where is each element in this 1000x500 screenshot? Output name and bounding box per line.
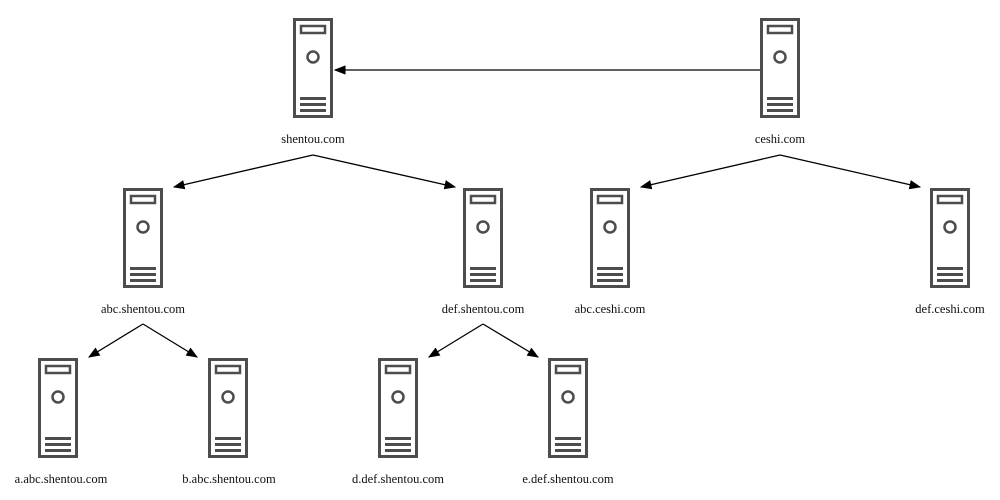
server-icon <box>293 18 333 118</box>
node-d-def-shentou[interactable]: d.def.shentou.com <box>352 358 444 487</box>
node-label: def.ceshi.com <box>915 302 985 316</box>
edge-shentou-to-def-shentou <box>312 154 457 190</box>
server-icon <box>760 18 800 118</box>
edge-shentou-to-abc-shentou <box>172 154 314 190</box>
node-b-abc-shentou[interactable]: b.abc.shentou.com <box>182 358 276 487</box>
node-label: shentou.com <box>281 132 345 146</box>
server-icon <box>38 358 78 458</box>
node-shentou[interactable]: shentou.com <box>281 18 345 147</box>
node-label: e.def.shentou.com <box>522 472 614 486</box>
node-ceshi[interactable]: ceshi.com <box>755 18 806 147</box>
server-icon <box>548 358 588 458</box>
node-label: abc.shentou.com <box>101 302 185 316</box>
node-def-ceshi[interactable]: def.ceshi.com <box>915 188 985 317</box>
server-icon <box>378 358 418 458</box>
node-label: a.abc.shentou.com <box>15 472 108 486</box>
node-label: ceshi.com <box>755 132 806 146</box>
node-abc-shentou[interactable]: abc.shentou.com <box>101 188 185 317</box>
server-icon <box>123 188 163 288</box>
node-label: abc.ceshi.com <box>575 302 646 316</box>
node-label: b.abc.shentou.com <box>182 472 276 486</box>
node-label: d.def.shentou.com <box>352 472 444 486</box>
edge-def-shentou-to-e <box>482 323 540 358</box>
node-label: def.shentou.com <box>442 302 525 316</box>
node-a-abc-shentou[interactable]: a.abc.shentou.com <box>15 358 108 487</box>
edge-ceshi-to-def-ceshi <box>779 154 922 190</box>
edges <box>88 65 922 358</box>
edge-abc-shentou-to-b <box>142 323 198 358</box>
server-icon <box>930 188 970 288</box>
edge-abc-shentou-to-a <box>88 323 144 358</box>
node-abc-ceshi[interactable]: abc.ceshi.com <box>575 188 646 317</box>
server-icon <box>208 358 248 458</box>
server-icon <box>590 188 630 288</box>
node-def-shentou[interactable]: def.shentou.com <box>442 188 525 317</box>
node-e-def-shentou[interactable]: e.def.shentou.com <box>522 358 614 487</box>
edge-ceshi-to-abc-ceshi <box>639 154 781 190</box>
edge-def-shentou-to-d <box>428 323 484 358</box>
server-icon <box>463 188 503 288</box>
